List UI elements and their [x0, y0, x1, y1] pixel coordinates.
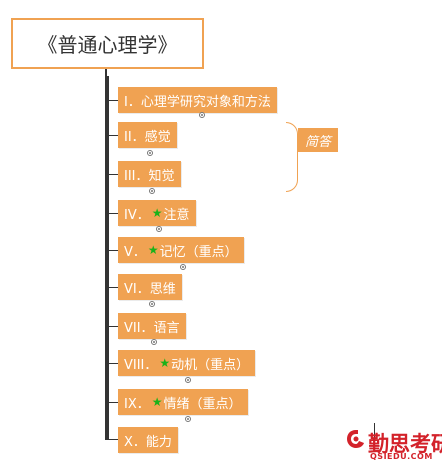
node-prefix: IX．: [124, 396, 150, 412]
branch-line: [109, 213, 118, 214]
node-label: 注意: [163, 207, 190, 223]
topic-node-7[interactable]: VII． 语言: [118, 313, 186, 339]
root-title: 《普通心理学》: [37, 33, 178, 57]
logo-sub: QSIEDU.COM: [370, 452, 433, 461]
node-prefix: III．: [124, 168, 149, 184]
node-label: 能力: [145, 434, 172, 450]
group-label-text: 简答: [304, 134, 331, 150]
branch-line: [109, 326, 118, 327]
topic-node-10[interactable]: X． 能力: [118, 427, 178, 453]
root-connector: [105, 69, 107, 77]
root-topic[interactable]: 《普通心理学》: [11, 18, 204, 69]
branch-line: [109, 363, 118, 364]
branch-line: [109, 135, 118, 136]
node-prefix: II．: [124, 129, 145, 145]
branch-line: [109, 287, 118, 288]
branch-line: [109, 402, 118, 403]
group-label[interactable]: 简答: [298, 128, 338, 152]
expand-icon[interactable]: [199, 112, 205, 118]
expand-icon[interactable]: [156, 226, 162, 232]
expand-icon[interactable]: [149, 188, 155, 194]
branch-line: [109, 439, 118, 440]
branch-line: [109, 250, 118, 251]
node-label: 情绪（重点）: [163, 396, 242, 412]
node-label: 知觉: [148, 168, 175, 184]
branch-line: [109, 100, 118, 101]
topic-node-8[interactable]: VIII． ★ 动机（重点）: [118, 350, 256, 376]
node-label: 语言: [153, 320, 180, 336]
node-prefix: VII．: [124, 320, 154, 336]
node-label: 动机（重点）: [171, 357, 250, 373]
logo-name: 勤思考研: [368, 432, 442, 456]
node-label: 记忆（重点）: [159, 244, 238, 260]
trunk-line: [105, 76, 109, 440]
group-brace: [286, 122, 298, 192]
logo-icon: [347, 430, 364, 448]
node-prefix: IV．: [124, 207, 150, 223]
node-label: 思维: [149, 281, 176, 297]
node-prefix: V．: [124, 244, 146, 260]
topic-node-9[interactable]: IX． ★ 情绪（重点）: [118, 389, 248, 415]
expand-icon[interactable]: [180, 264, 186, 270]
star-icon: ★: [159, 356, 171, 370]
topic-node-6[interactable]: VI． 思维: [118, 274, 182, 300]
logo: 勤思考研 QSIEDU.COM: [346, 428, 442, 461]
star-icon: ★: [151, 206, 163, 220]
branch-line: [109, 174, 118, 175]
topic-node-5[interactable]: V． ★ 记忆（重点）: [118, 237, 244, 263]
topic-node-3[interactable]: III． 知觉: [118, 161, 181, 187]
expand-icon[interactable]: [185, 416, 191, 422]
node-prefix: VI．: [124, 281, 150, 297]
topic-node-2[interactable]: II． 感觉: [118, 122, 177, 148]
node-prefix: VIII．: [124, 357, 158, 373]
topic-node-1[interactable]: I． 心理学研究对象和方法: [118, 87, 277, 113]
star-icon: ★: [151, 395, 163, 409]
text-cursor: [374, 423, 375, 441]
expand-icon[interactable]: [149, 301, 155, 307]
node-prefix: I．: [124, 94, 141, 110]
expand-icon[interactable]: [151, 339, 157, 345]
star-icon: ★: [147, 243, 159, 257]
topic-node-4[interactable]: IV． ★ 注意: [118, 200, 196, 226]
expand-icon[interactable]: [185, 377, 191, 383]
node-label: 感觉: [144, 129, 171, 145]
node-label: 心理学研究对象和方法: [140, 94, 271, 110]
expand-icon[interactable]: [147, 150, 153, 156]
node-prefix: X．: [124, 434, 146, 450]
